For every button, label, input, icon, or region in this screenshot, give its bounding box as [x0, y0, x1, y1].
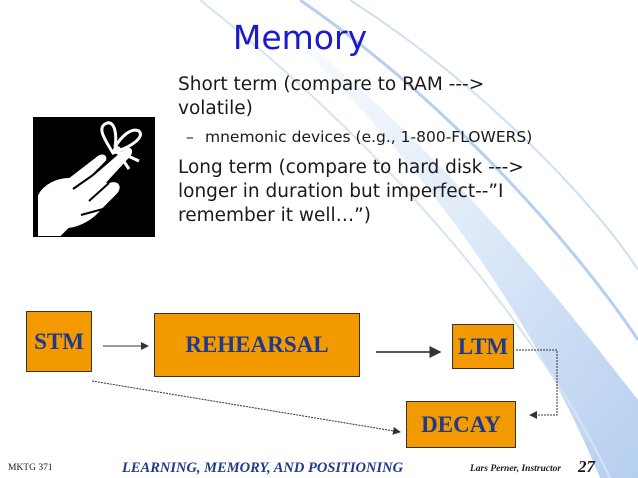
rehearsal-box: REHEARSAL [154, 313, 360, 377]
sub-bullet-mnemonic: mnemonic devices (e.g., 1-800-FLOWERS) [205, 128, 533, 146]
bullet-long-term-line3: remember it well…”) [178, 205, 371, 226]
bullet-long-term-line1: Long term (compare to hard disk ---> [178, 157, 524, 178]
bullet-long-term-line2: longer in duration but imperfect--”I [178, 181, 504, 202]
arrow-stm-to-decay [91, 380, 401, 435]
ltm-box: LTM [452, 324, 514, 369]
footer-course: MKTG 371 [8, 463, 53, 473]
decay-box: DECAY [406, 401, 516, 448]
footer-chapter: LEARNING, MEMORY, AND POSITIONING [122, 460, 404, 476]
slide-title: Memory [232, 18, 368, 57]
background-swoosh-line [299, 0, 638, 341]
bullet-short-term-line1: Short term (compare to RAM ---> [178, 74, 485, 95]
background-swoosh-line [199, 0, 611, 478]
arrow-ltm-to-decay [516, 349, 558, 419]
sub-bullet-marker: – [186, 128, 194, 146]
background-swoosh-line [349, 0, 638, 271]
finger-with-string-bow-icon [33, 117, 155, 237]
bullet-short-term-line2: volatile) [178, 98, 253, 119]
footer-instructor: Lars Perner, Instructor [470, 464, 562, 474]
stm-box: STM [26, 311, 92, 372]
footer-page-number: 27 [578, 457, 595, 476]
background-swoosh [250, 0, 638, 478]
